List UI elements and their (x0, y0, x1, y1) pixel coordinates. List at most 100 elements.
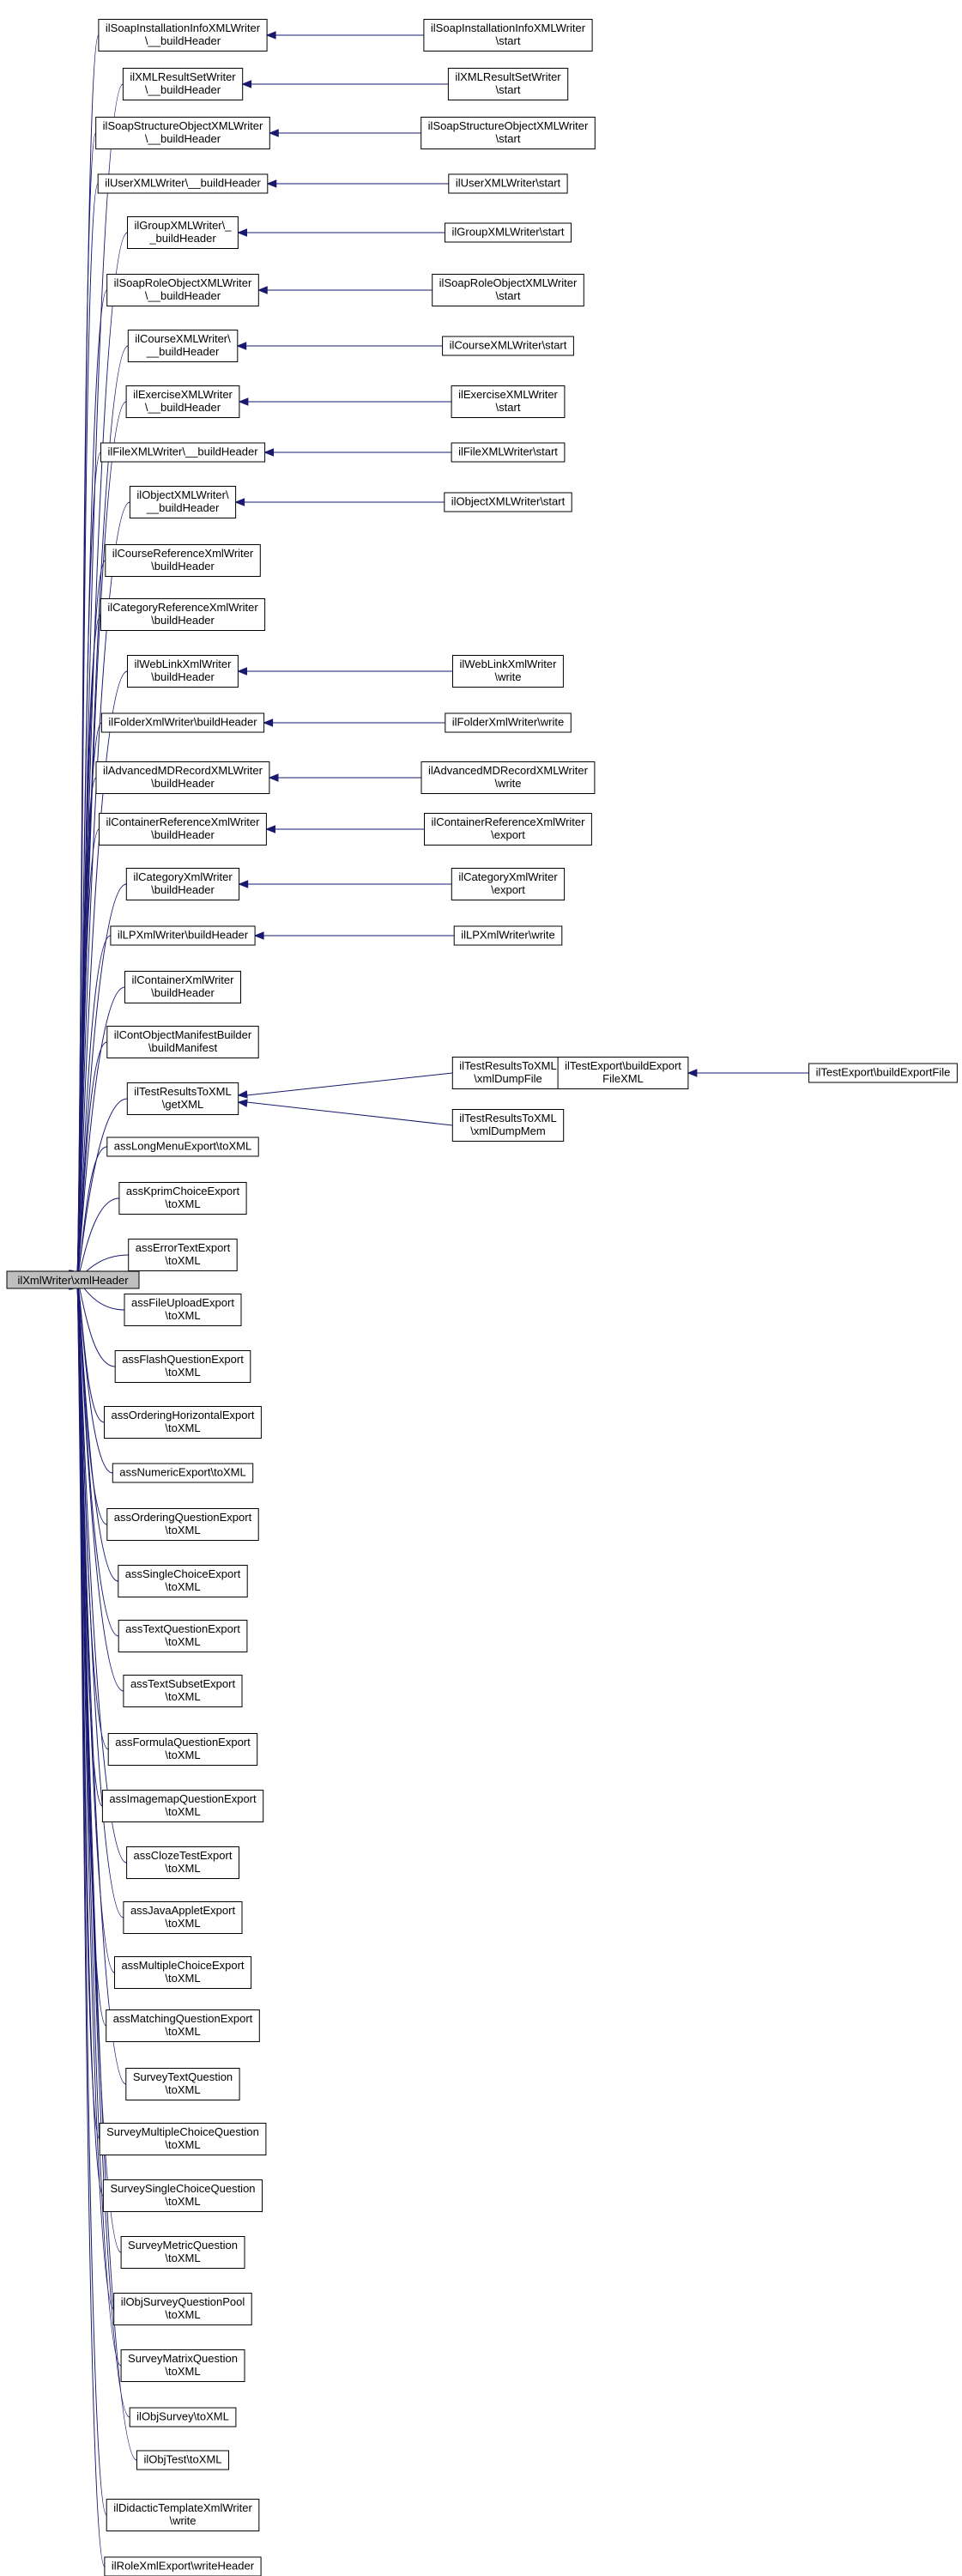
caller-node-n45[interactable]: ilObjSurvey\toXML (129, 2407, 237, 2428)
caller-node-n37-label-line: \toXML (165, 1972, 200, 1985)
caller-node-n26[interactable]: assFlashQuestionExport\toXML (114, 1350, 251, 1383)
caller-node-c7-box (442, 336, 574, 356)
caller-node-n35[interactable]: assClozeTestExport\toXML (126, 1846, 239, 1879)
caller-node-n30[interactable]: assSingleChoiceExport\toXML (118, 1565, 248, 1597)
caller-node-n22[interactable]: assLongMenuExport\toXML (106, 1136, 259, 1157)
caller-node-n21[interactable]: ilTestResultsToXML\getXML (126, 1082, 239, 1115)
caller-node-c9-box (451, 442, 566, 463)
caller-node-n37[interactable]: assMultipleChoiceExport\toXML (114, 1956, 252, 1989)
call-edge (76, 1279, 106, 2567)
caller-node-n1-label-line: \__buildHeader (145, 34, 221, 47)
caller-node-n6[interactable]: ilSoapRoleObjectXMLWriter\__buildHeader (106, 274, 259, 306)
caller-node-c21a[interactable]: ilTestResultsToXML\xmlDumpFile (451, 1057, 565, 1089)
caller-node-n37-label-line: assMultipleChoiceExport (121, 1959, 244, 1972)
caller-node-n24[interactable]: assErrorTextExport\toXML (128, 1239, 238, 1271)
root-node[interactable]: ilXmlWriter\xmlHeader (6, 1270, 140, 1289)
caller-node-n39-box (125, 2068, 240, 2100)
caller-node-c14[interactable]: ilFolderXmlWriter\write (445, 712, 572, 733)
caller-node-n17[interactable]: ilCategoryXmlWriter\buildHeader (125, 868, 240, 900)
caller-node-c7[interactable]: ilCourseXMLWriter\start (442, 336, 574, 356)
caller-node-n28[interactable]: assNumericExport\toXML (112, 1463, 254, 1483)
caller-node-n10[interactable]: ilObjectXMLWriter\__buildHeader (129, 486, 237, 518)
caller-node-n14[interactable]: ilFolderXmlWriter\buildHeader (100, 712, 265, 733)
caller-node-n48[interactable]: ilRoleXmlExport\writeHeader (104, 2556, 262, 2576)
caller-node-c6-box (432, 274, 584, 306)
caller-node-n19-box (124, 971, 241, 1003)
caller-node-n19[interactable]: ilContainerXmlWriter\buildHeader (124, 971, 241, 1003)
caller-node-c8[interactable]: ilExerciseXMLWriter\start (451, 385, 566, 418)
caller-node-n16[interactable]: ilContainerReferenceXmlWriter\buildHeade… (99, 813, 267, 846)
caller-node-n44[interactable]: SurveyMatrixQuestion\toXML (120, 2349, 245, 2382)
caller-node-n13[interactable]: ilWebLinkXmlWriter\buildHeader (127, 655, 239, 688)
caller-node-n32-label-line: \toXML (165, 1690, 200, 1703)
caller-node-c3[interactable]: ilSoapStructureObjectXMLWriter\start (420, 117, 596, 149)
caller-node-n2[interactable]: ilXMLResultSetWriter\__buildHeader (122, 68, 244, 100)
caller-node-n4[interactable]: ilUserXMLWriter\__buildHeader (97, 173, 269, 194)
caller-node-n20-label-line: \buildManifest (148, 1041, 218, 1054)
caller-node-c4-label-line: ilUserXMLWriter\start (456, 177, 561, 190)
call-edge (76, 1279, 137, 2461)
caller-node-n5[interactable]: ilGroupXMLWriter\__buildHeader (127, 216, 239, 249)
caller-node-n15[interactable]: ilAdvancedMDRecordXMLWriter\buildHeader (95, 761, 270, 794)
caller-node-n39[interactable]: SurveyTextQuestion\toXML (125, 2068, 240, 2100)
caller-node-c2[interactable]: ilXMLResultSetWriter\start (447, 68, 569, 100)
caller-node-c17[interactable]: ilCategoryXmlWriter\export (451, 868, 566, 900)
caller-node-n8[interactable]: ilExerciseXMLWriter\__buildHeader (125, 385, 240, 418)
caller-node-c13[interactable]: ilWebLinkXmlWriter\write (452, 655, 564, 688)
caller-node-c21b[interactable]: ilTestResultsToXML\xmlDumpMem (451, 1109, 565, 1142)
caller-node-c10[interactable]: ilObjectXMLWriter\start (444, 492, 572, 512)
caller-node-n20[interactable]: ilContObjectManifestBuilder\buildManifes… (106, 1026, 259, 1058)
caller-node-c16-label-line: \export (491, 828, 525, 841)
caller-node-n23[interactable]: assKprimChoiceExport\toXML (118, 1182, 247, 1215)
caller-node-c9[interactable]: ilFileXMLWriter\start (451, 442, 566, 463)
caller-node-n25[interactable]: assFileUploadExport\toXML (124, 1294, 242, 1326)
caller-node-n42[interactable]: SurveyMetricQuestion\toXML (120, 2236, 245, 2269)
call-edge (76, 935, 112, 1281)
caller-node-c18[interactable]: ilLPXmlWriter\write (453, 925, 563, 946)
caller-node-n32[interactable]: assTextSubsetExport\toXML (123, 1675, 243, 1707)
caller-node-n34[interactable]: assImagemapQuestionExport\toXML (101, 1790, 264, 1822)
caller-node-n43[interactable]: ilObjSurveyQuestionPool\toXML (113, 2293, 252, 2325)
edge-arrowhead (265, 31, 276, 39)
caller-node-n47[interactable]: ilDidacticTemplateXmlWriter\write (106, 2499, 260, 2531)
caller-node-n9[interactable]: ilFileXMLWriter\__buildHeader (100, 442, 266, 463)
caller-node-n7[interactable]: ilCourseXMLWriter\__buildHeader (127, 330, 239, 362)
caller-node-n40[interactable]: SurveyMultipleChoiceQuestion\toXML (99, 2123, 267, 2155)
caller-node-n10-label-line: ilObjectXMLWriter\ (136, 488, 229, 501)
caller-node-n33-label-line: \toXML (165, 1749, 200, 1761)
caller-node-c16[interactable]: ilContainerReferenceXmlWriter\export (424, 813, 592, 846)
caller-node-c15[interactable]: ilAdvancedMDRecordXMLWriter\write (420, 761, 596, 794)
caller-node-n46[interactable]: ilObjTest\toXML (136, 2450, 229, 2470)
caller-node-c6[interactable]: ilSoapRoleObjectXMLWriter\start (432, 274, 584, 306)
root-node-box (6, 1270, 140, 1289)
caller-node-n6-label-line: ilSoapRoleObjectXMLWriter (114, 276, 252, 289)
caller-node-n36-box (123, 1901, 243, 1934)
caller-node-n12[interactable]: ilCategoryReferenceXmlWriter\buildHeader (100, 598, 266, 631)
caller-node-c4-box (448, 173, 568, 194)
caller-node-c5[interactable]: ilGroupXMLWriter\start (445, 222, 572, 243)
caller-node-c1[interactable]: ilSoapInstallationInfoXMLWriter\start (423, 19, 593, 52)
caller-node-n36[interactable]: assJavaAppletExport\toXML (123, 1901, 243, 1934)
caller-node-n31[interactable]: assTextQuestionExport\toXML (118, 1620, 248, 1652)
caller-node-n33[interactable]: assFormulaQuestionExport\toXML (107, 1733, 258, 1766)
caller-node-c4[interactable]: ilUserXMLWriter\start (448, 173, 568, 194)
caller-node-n11[interactable]: ilCourseReferenceXmlWriter\buildHeader (105, 544, 261, 577)
call-edge (76, 1279, 124, 1692)
call-edge (76, 1279, 127, 2085)
caller-node-n29[interactable]: assOrderingQuestionExport\toXML (106, 1508, 259, 1541)
caller-node-n1[interactable]: ilSoapInstallationInfoXMLWriter\__buildH… (98, 19, 268, 52)
caller-node-n33-label-line: assFormulaQuestionExport (115, 1736, 251, 1749)
caller-node-n28-box (112, 1463, 254, 1483)
caller-node-n39-label-line: SurveyTextQuestion (133, 2070, 233, 2083)
caller-node-n24-label-line: assErrorTextExport (136, 1241, 231, 1254)
caller-node-e1[interactable]: ilTestExport\buildExportFile (808, 1063, 958, 1083)
caller-node-n41[interactable]: SurveySingleChoiceQuestion\toXML (102, 2179, 263, 2212)
call-edge (76, 1279, 124, 1918)
caller-node-n9-box (100, 442, 266, 463)
caller-node-d1-box (557, 1057, 689, 1089)
caller-node-n27[interactable]: assOrderingHorizontalExport\toXML (104, 1406, 262, 1439)
caller-node-n18[interactable]: ilLPXmlWriter\buildHeader (110, 925, 256, 946)
caller-node-n3[interactable]: ilSoapStructureObjectXMLWriter\__buildHe… (95, 117, 270, 149)
caller-node-n38[interactable]: assMatchingQuestionExport\toXML (106, 2009, 260, 2042)
